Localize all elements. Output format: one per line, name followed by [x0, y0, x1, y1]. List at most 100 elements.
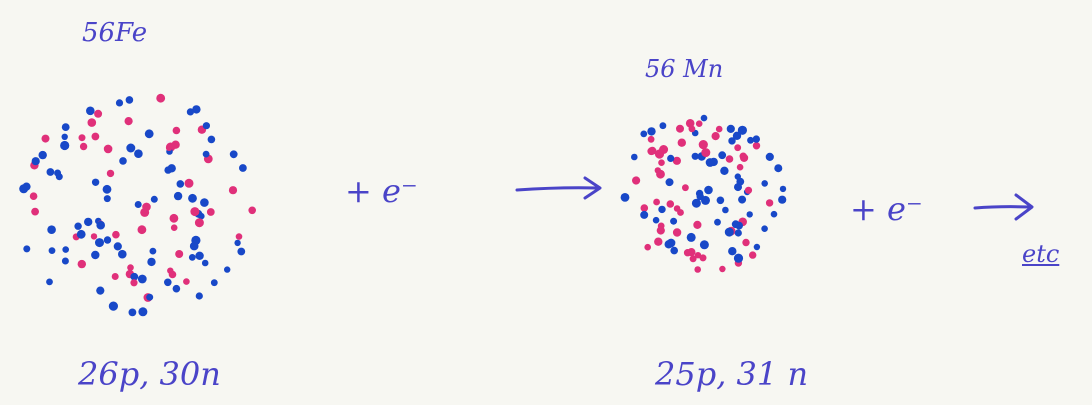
neutron-dot [753, 243, 761, 251]
proton-dot [648, 146, 657, 155]
neutron-dot [113, 242, 122, 251]
neutron-dot [96, 220, 105, 230]
neutron-dot [47, 225, 56, 234]
proton-dot [103, 144, 113, 154]
neutron-dot [188, 254, 196, 261]
neutron-dot [118, 249, 127, 259]
neutron-dot [701, 195, 710, 205]
neutron-dot [747, 136, 754, 144]
proton-dot [672, 228, 682, 237]
neutron-dot [728, 247, 737, 256]
neutron-dot [128, 308, 137, 317]
proton-dot [170, 224, 178, 231]
neutron-dot [734, 229, 742, 237]
proton-dot [228, 186, 238, 195]
proton-dot [165, 144, 173, 151]
neutron-dot [699, 240, 709, 250]
proton-dot [666, 200, 675, 208]
neutron-dot [746, 211, 753, 218]
proton-dot [87, 118, 97, 127]
proton-dot [29, 192, 38, 200]
neutron-dot [738, 195, 747, 204]
neutron-dot [108, 301, 118, 311]
neutron-dot [137, 274, 147, 284]
proton-dot [693, 220, 702, 229]
neutron-dot [658, 205, 666, 214]
neutron-dot [96, 286, 105, 295]
neutron-dot [164, 278, 172, 287]
proton-dot [734, 144, 742, 152]
proton-dot [206, 208, 215, 216]
neutron-dot [728, 137, 736, 145]
proton-dot [701, 148, 711, 158]
neutron-dot [691, 152, 699, 160]
neutron-dot [115, 99, 124, 107]
neutron-dot [695, 189, 704, 198]
proton-dot [765, 199, 774, 207]
iron-nucleon-count: 26p, 30n [78, 355, 221, 393]
proton-dot [127, 264, 134, 271]
proton-dot [90, 233, 98, 240]
proton-dot [749, 251, 757, 259]
proton-dot [124, 117, 133, 126]
manganese-nucleus [620, 114, 787, 273]
neutron-dot [103, 195, 111, 203]
neutron-dot [200, 198, 209, 207]
neutron-dot [91, 178, 100, 186]
proton-dot [698, 140, 708, 150]
neutron-dot [647, 127, 656, 136]
proton-dot [168, 270, 177, 279]
proton-dot [752, 142, 761, 150]
proton-dot [235, 233, 243, 240]
proton-dot [672, 156, 682, 165]
proton-dot [715, 125, 723, 133]
proton-dot [688, 125, 696, 133]
neutron-dot [130, 272, 139, 281]
neutron-dot [761, 180, 768, 187]
proton-dot [719, 265, 726, 273]
proton-dot [658, 159, 665, 166]
neutron-dot [91, 250, 100, 260]
neutron-dot [726, 124, 735, 133]
proton-dot [77, 259, 87, 269]
neutron-dot [76, 229, 86, 239]
proton-dot [685, 119, 695, 128]
proton-dot [640, 204, 649, 212]
neutron-dot [234, 239, 241, 247]
proton-dot [654, 149, 665, 159]
neutron-dot [718, 151, 727, 160]
neutron-dot [237, 247, 246, 256]
proton-dot [647, 135, 655, 143]
neutron-dot [22, 182, 31, 191]
neutron-dot [620, 193, 630, 202]
neutron-dot [667, 154, 675, 162]
neutron-dot [686, 232, 696, 242]
proton-dot [137, 225, 147, 235]
proton-dot [673, 205, 681, 212]
proton-dot [190, 207, 200, 217]
proton-dot [699, 254, 707, 262]
reaction-arrow-1 [515, 176, 602, 200]
proton-dot [682, 184, 689, 192]
proton-dot [171, 140, 180, 149]
iron-56-label: 56Fe [82, 18, 148, 48]
neutron-dot [752, 135, 760, 143]
neutron-dot [761, 225, 768, 232]
neutron-dot [46, 278, 53, 286]
neutron-dot [734, 183, 742, 192]
neutron-dot [670, 217, 678, 225]
proton-dot [695, 120, 703, 127]
neutron-dot [652, 216, 660, 224]
proton-dot [632, 176, 641, 185]
neutron-dot [737, 125, 748, 135]
neutron-dot [150, 195, 158, 203]
neutron-dot [119, 157, 127, 165]
neutron-dot [659, 122, 667, 130]
neutron-dot [149, 247, 157, 255]
neutron-dot [172, 284, 181, 293]
neutron-dot [210, 279, 218, 287]
neutron-dot [691, 198, 701, 208]
neutron-dot [173, 191, 183, 201]
neutron-dot [164, 166, 172, 174]
